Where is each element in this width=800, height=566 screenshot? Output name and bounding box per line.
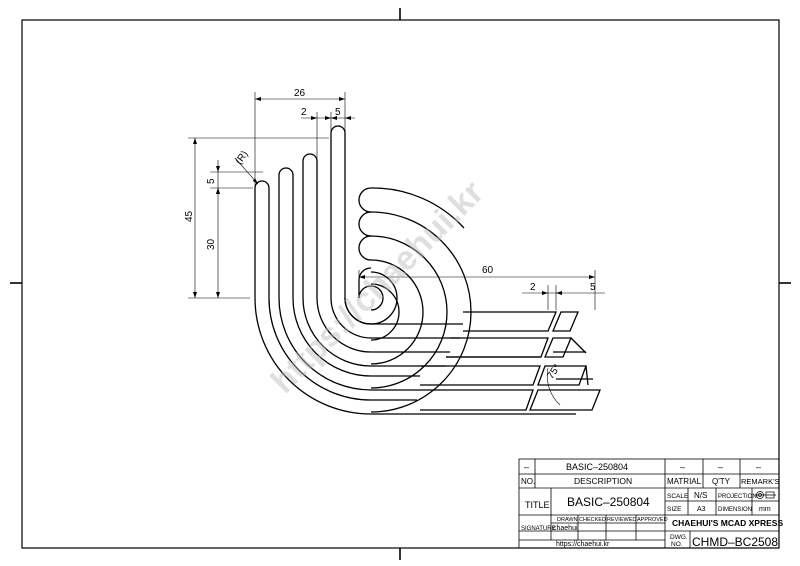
checked-label: CHECKED xyxy=(579,517,606,523)
approved-label: APPROVED xyxy=(637,517,668,523)
dimension-lines xyxy=(188,92,605,406)
dwg-no-label-2: NO. xyxy=(671,541,683,548)
dim-2-right: 2 xyxy=(530,282,536,293)
title-label: TITLE xyxy=(525,500,550,510)
dim-5-left: 5 xyxy=(206,178,217,184)
drawn-label: DRAWN xyxy=(557,517,578,523)
dim-5-right: 5 xyxy=(590,282,596,293)
header-no: NO. xyxy=(521,477,535,486)
dim-30: 30 xyxy=(206,238,217,250)
dim-5-top: 5 xyxy=(335,107,341,118)
dim-45: 45 xyxy=(184,210,195,222)
signature-value: chaehui xyxy=(553,525,578,532)
dim-26: 26 xyxy=(294,88,306,99)
dwg-no-value: CHMD–BC2508 xyxy=(692,535,778,549)
header-remarks: REMARK'S xyxy=(741,477,780,486)
company-url: https://chaehui.kr xyxy=(556,541,610,548)
reviewed-label: REVIEWED xyxy=(607,517,636,523)
part-outline xyxy=(254,125,601,415)
rev-qty: – xyxy=(718,462,723,472)
title-block: – BASIC–250804 – – – NO. DESCRIPTION MAT… xyxy=(518,458,783,549)
dimension-label: DIMENSION xyxy=(718,507,752,513)
signature-label: SIGNATURE xyxy=(521,526,556,532)
header-matrial: MATRIAL xyxy=(667,477,702,486)
scale-label: SCALE xyxy=(667,493,689,500)
title-value: BASIC–250804 xyxy=(567,495,650,509)
dim-2-top: 2 xyxy=(301,107,307,118)
dimension-value: mm xyxy=(759,506,771,513)
dwg-no-label-1: DWG. xyxy=(670,534,688,541)
dimension-arrows xyxy=(193,97,595,298)
rev-description: BASIC–250804 xyxy=(566,462,628,472)
company-name: CHAEHUI'S MCAD XPRESS xyxy=(672,518,783,528)
dim-radius: (R) xyxy=(234,149,251,167)
projection-label: PROJECTION xyxy=(718,494,757,500)
scale-value: N/S xyxy=(694,491,707,500)
centering-marks xyxy=(10,8,791,560)
header-qty: Q'TY xyxy=(712,477,731,486)
rev-no: – xyxy=(524,462,529,472)
projection-symbol-icon xyxy=(755,491,776,499)
dim-60: 60 xyxy=(482,265,494,276)
size-value: A3 xyxy=(697,506,706,513)
rev-remarks: – xyxy=(756,462,761,472)
size-label: SIZE xyxy=(667,506,682,513)
rev-matrial: – xyxy=(680,462,685,472)
header-description: DESCRIPTION xyxy=(574,476,632,486)
